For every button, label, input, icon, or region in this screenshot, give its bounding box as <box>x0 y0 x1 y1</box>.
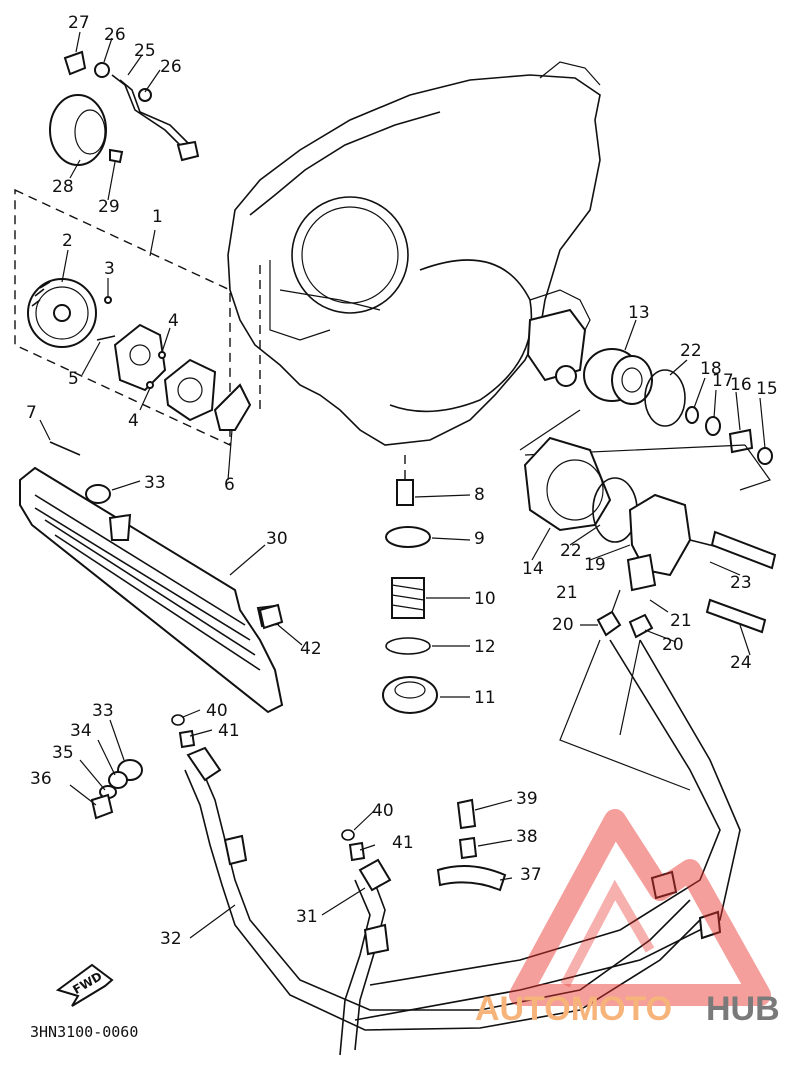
callout-40-right: 40 <box>372 801 394 821</box>
callout-12: 12 <box>474 637 496 657</box>
callout-5: 5 <box>68 369 79 389</box>
callout-38: 38 <box>516 827 538 847</box>
oil-pump-body <box>49 296 252 456</box>
callout-1: 1 <box>152 207 163 227</box>
callout-8: 8 <box>474 485 485 505</box>
watermark-logo <box>509 809 771 1006</box>
callout-35: 35 <box>52 743 74 763</box>
callout-14: 14 <box>522 559 544 579</box>
oil-hoses <box>184 639 741 1056</box>
small-fittings <box>90 603 507 892</box>
callout-33-bottom: 33 <box>92 701 114 721</box>
callout-31: 31 <box>296 907 318 927</box>
callout-41-left: 41 <box>218 721 240 741</box>
callout-24: 24 <box>730 653 752 673</box>
callout-16: 16 <box>730 375 752 395</box>
callout-25: 25 <box>134 41 156 61</box>
leader-lines <box>39 31 766 939</box>
callout-13: 13 <box>628 303 650 323</box>
callout-20-right: 20 <box>662 635 684 655</box>
drive-gear-and-pipe <box>49 50 200 166</box>
callout-40-left: 40 <box>206 701 228 721</box>
callout-21-left: 21 <box>556 583 578 603</box>
callout-30: 30 <box>266 529 288 549</box>
callout-3: 3 <box>104 259 115 279</box>
callout-21-right: 21 <box>670 611 692 631</box>
watermark-text-automoto: AUTOMOTO <box>475 990 672 1028</box>
callout-33-top: 33 <box>144 473 166 493</box>
callout-9: 9 <box>474 529 485 549</box>
callout-7: 7 <box>26 403 37 423</box>
callout-36: 36 <box>30 769 52 789</box>
callout-10: 10 <box>474 589 496 609</box>
filter-cover <box>523 436 777 639</box>
oil-filter-parts <box>519 308 773 491</box>
callout-2: 2 <box>62 231 73 251</box>
callout-34: 34 <box>70 721 92 741</box>
callout-17: 17 <box>712 371 734 391</box>
oil-pump-assembly-box <box>14 188 261 447</box>
callout-26-top: 26 <box>104 25 126 45</box>
callout-26: 26 <box>160 57 182 77</box>
crankcase-cover <box>227 61 601 446</box>
diagram-code: 3HN3100-0060 <box>30 1023 138 1041</box>
callout-22-bottom: 22 <box>560 541 582 561</box>
callout-20-left: 20 <box>552 615 574 635</box>
callout-37: 37 <box>520 865 542 885</box>
watermark-text-hub: HUB <box>706 990 780 1028</box>
callout-41-right: 41 <box>392 833 414 853</box>
callout-4-top: 4 <box>168 311 179 331</box>
callout-11: 11 <box>474 688 496 708</box>
oil-pump-gear <box>27 278 97 348</box>
callout-28: 28 <box>52 177 74 197</box>
callout-18: 18 <box>700 359 722 379</box>
callout-39: 39 <box>516 789 538 809</box>
callout-29: 29 <box>98 197 120 217</box>
fwd-direction-badge: FWD <box>55 963 114 1007</box>
callout-6: 6 <box>224 475 235 495</box>
callout-27: 27 <box>68 13 90 33</box>
callout-22-top: 22 <box>680 341 702 361</box>
callout-32: 32 <box>160 929 182 949</box>
callout-4-bottom: 4 <box>128 411 139 431</box>
callout-42: 42 <box>300 639 322 659</box>
oil-cooler <box>19 466 284 714</box>
callout-15: 15 <box>756 379 778 399</box>
relief-valve-stack <box>382 455 438 714</box>
callout-23: 23 <box>730 573 752 593</box>
callout-19: 19 <box>584 555 606 575</box>
